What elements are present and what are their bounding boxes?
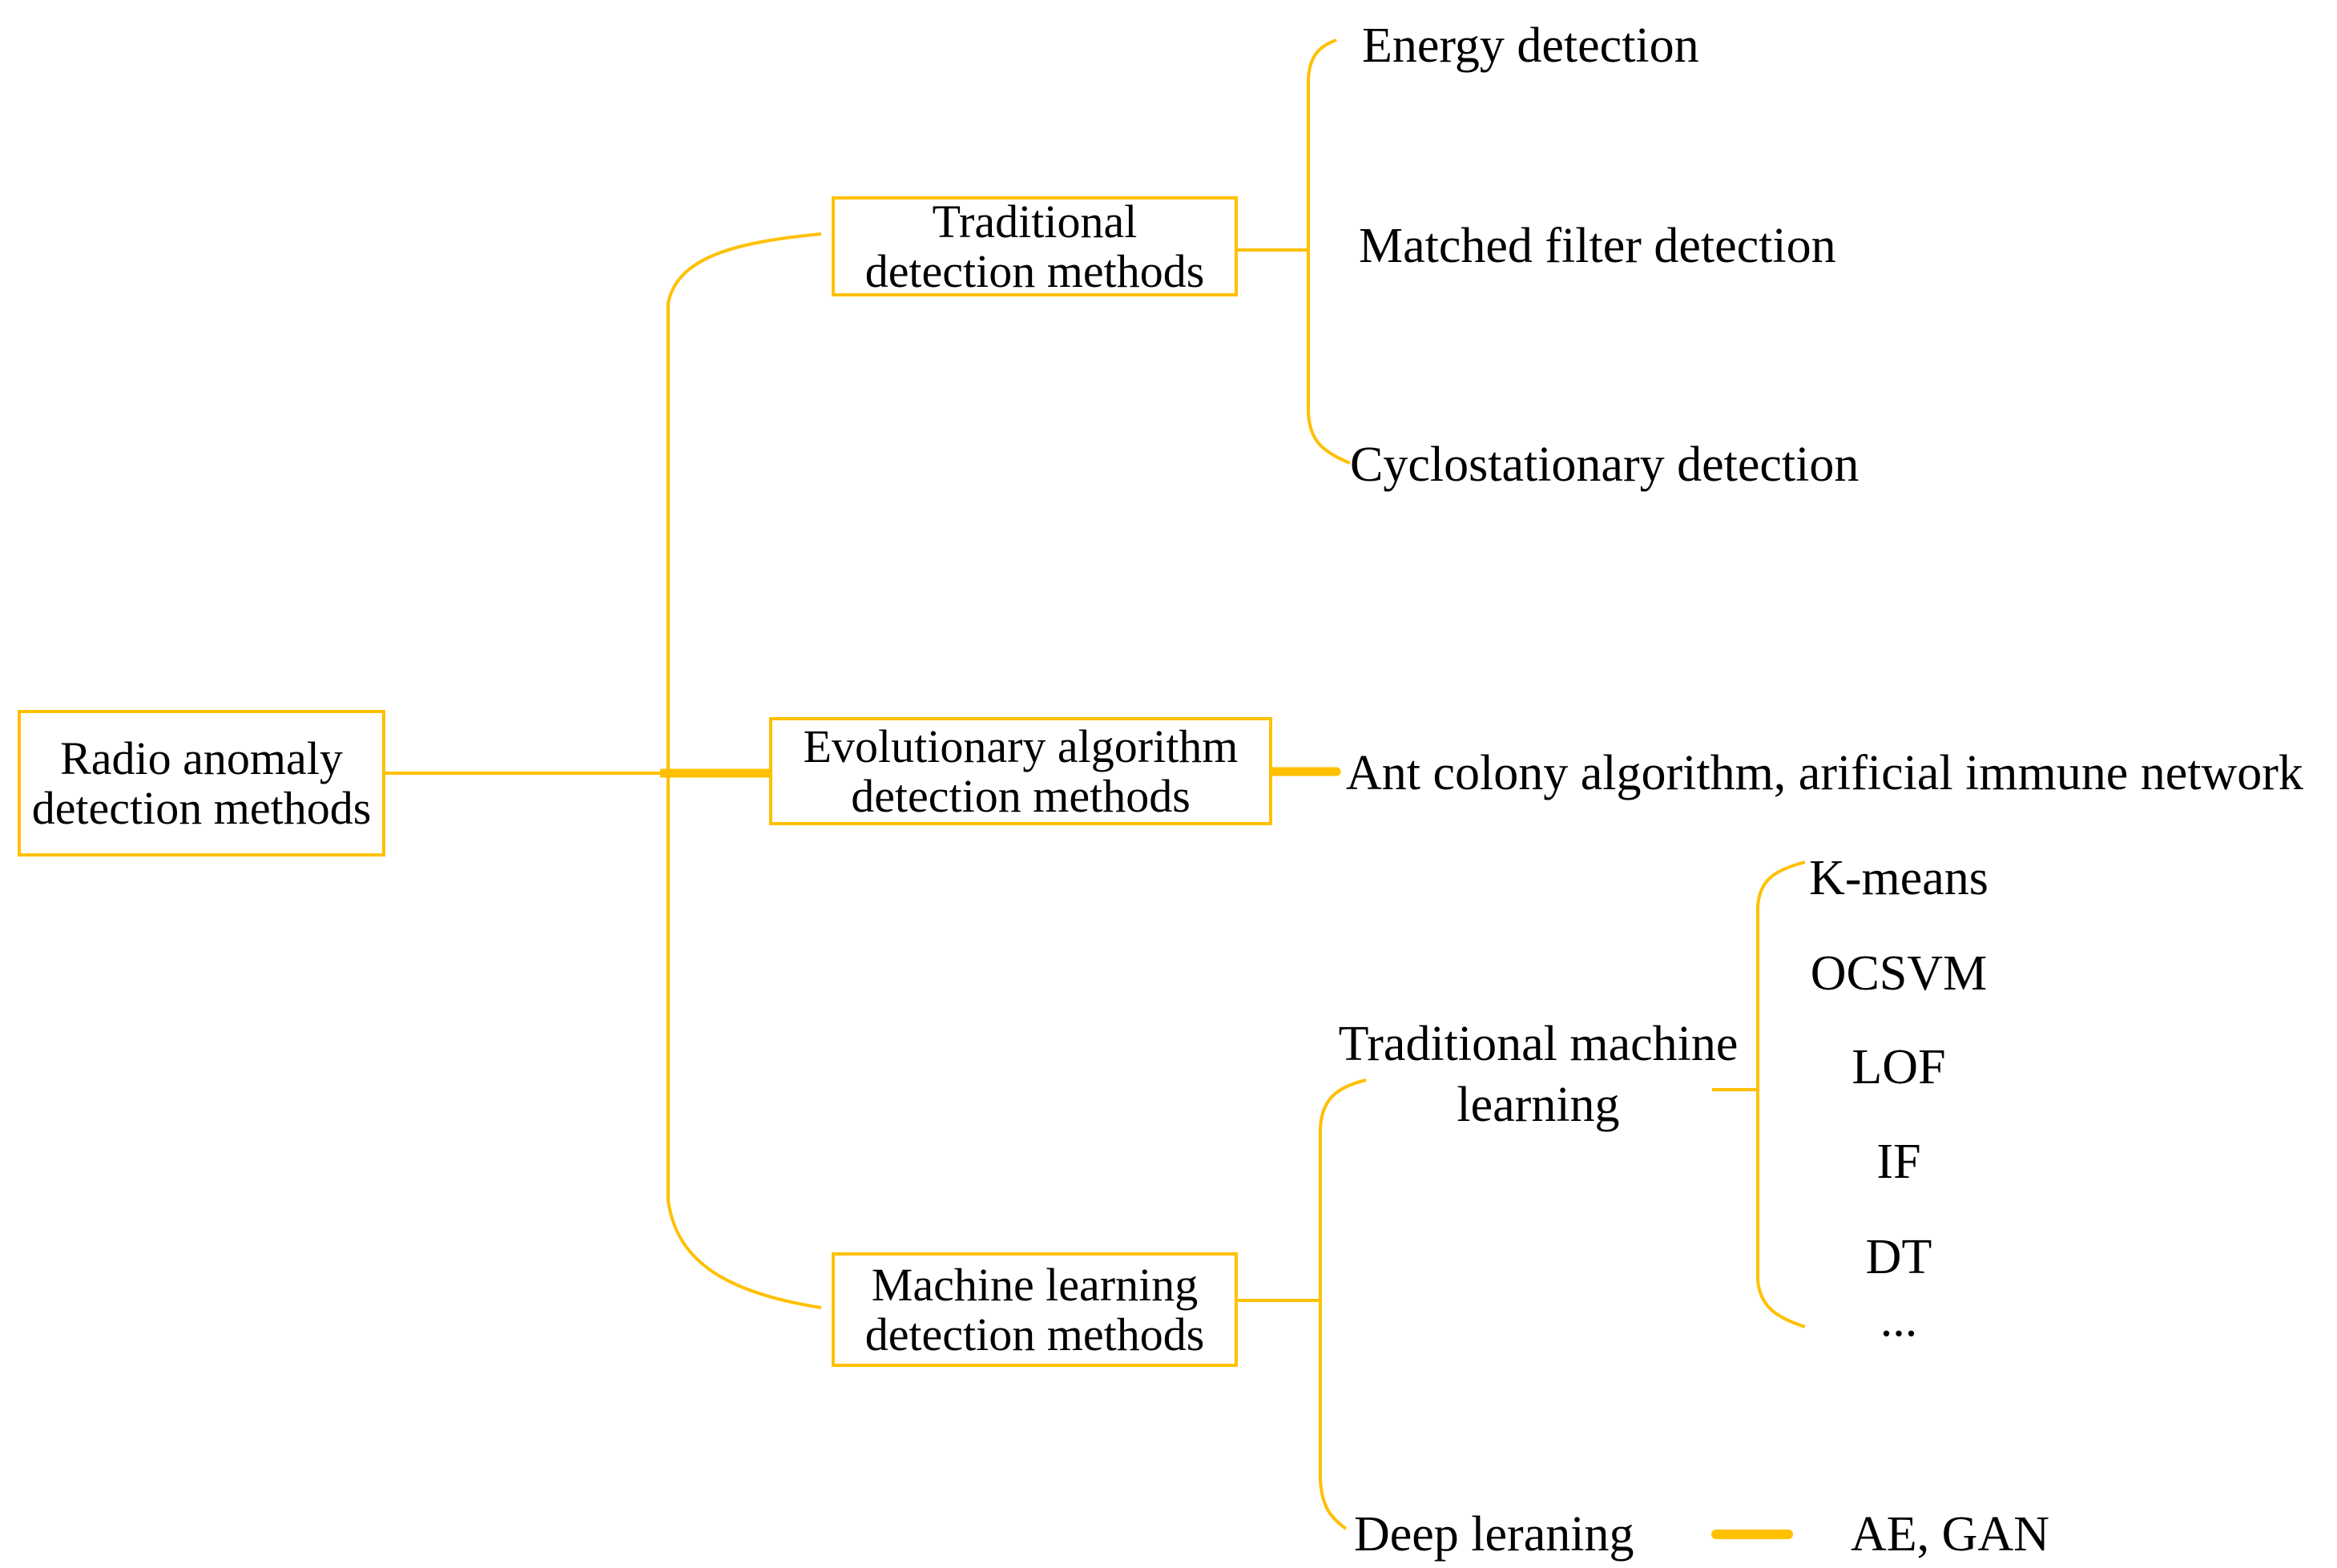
leaf-matched-filter-detection: Matched filter detection <box>1359 219 1836 273</box>
leaf-ae-gan: AE, GAN <box>1851 1507 2049 1562</box>
node-label-line: Traditional <box>932 195 1138 248</box>
node-label-line: detection methods <box>864 244 1205 297</box>
trunk-curve <box>667 232 822 1309</box>
list-item-if: IF <box>1876 1135 1921 1189</box>
node-radio-anomaly-detection-methods: Radio anomaly detection methods <box>18 710 385 857</box>
leaf-energy-detection: Energy detection <box>1362 18 1699 73</box>
node-label-line: Traditional machine <box>1338 1017 1739 1071</box>
list-item-ellipsis: ... <box>1880 1292 1918 1347</box>
node-label-line: detection methods <box>851 769 1191 822</box>
list-item-kmeans: K-means <box>1809 851 1988 905</box>
node-machine-learning-detection-methods: Machine learning detection methods <box>832 1252 1238 1367</box>
bracket-algorithms <box>1756 861 1806 1328</box>
node-deep-learning: Deep leraning <box>1354 1507 1634 1562</box>
list-item-dt: DT <box>1865 1230 1932 1284</box>
leaf-ant-colony-immune-network: Ant colony algorithm, arificial immune n… <box>1346 746 2303 800</box>
list-item-lof: LOF <box>1851 1040 1946 1094</box>
node-label-line: learning <box>1457 1078 1620 1132</box>
bracket-ml-group <box>1319 1078 1367 1530</box>
node-label-line: Machine learning <box>871 1258 1199 1311</box>
node-traditional-detection-methods: Traditional detection methods <box>832 196 1238 296</box>
bracket-traditional-group <box>1307 38 1351 465</box>
node-traditional-machine-learning: Traditional machine learning <box>1318 1014 1759 1135</box>
node-label-line: detection methods <box>864 1308 1205 1360</box>
node-label-line: Evolutionary algorithm <box>803 720 1239 772</box>
node-label-line: detection methods <box>31 781 372 834</box>
list-item-ocsvm: OCSVM <box>1810 946 1988 1001</box>
node-label-line: Radio anomaly <box>60 732 343 784</box>
node-evolutionary-algorithm-detection-methods: Evolutionary algorithm detection methods <box>769 717 1272 825</box>
leaf-cyclostationary-detection: Cyclostationary detection <box>1350 437 1860 492</box>
